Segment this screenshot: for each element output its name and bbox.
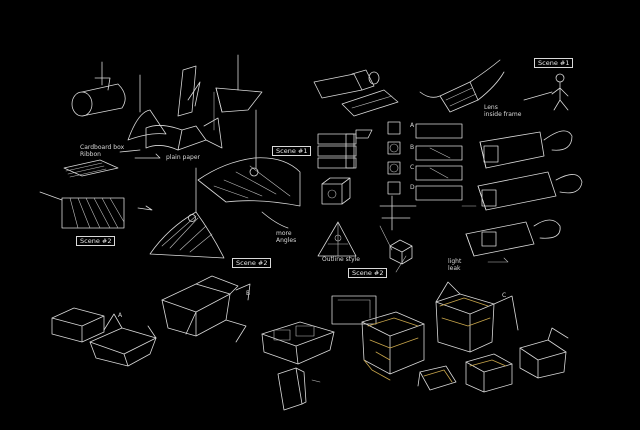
paper-roll-sketch [71,61,126,117]
yellow-box-small [417,365,457,391]
note-lens: Lens inside frame [484,104,522,118]
open-box-right [519,327,569,379]
scene-label-mid: Scene #1 [272,146,312,156]
scene-label-top-right: Scene #1 [534,58,574,68]
cube-sketch-small [321,177,351,205]
curl-sketch-3 [215,54,263,113]
note-more-angles: more Angles [276,230,297,244]
fold-sketch-left [145,91,223,151]
note-outline-style: Outline style [322,256,361,263]
letter-b: B [410,144,415,151]
sail-sketch-top [197,109,301,207]
cube-hanging [379,225,413,273]
cross-frame [379,195,417,231]
tray-sketch [261,321,335,365]
unfolded-box-sketch [161,275,251,343]
frame-grid-icons [387,121,401,195]
yellow-box-flat [465,353,513,393]
yellow-box-stack [361,311,425,381]
frame-grid-col1 [317,133,357,169]
framed-panel [331,295,377,325]
tube-sketch-a [313,69,380,99]
letter-c: C [410,164,415,171]
letter-a-bottom: A [118,312,123,319]
letter-a: A [410,122,415,129]
curl-sketch-2 [177,65,201,117]
scene-label-center: Scene #2 [232,258,272,268]
striped-frame [39,191,153,229]
long-tube-c [465,219,561,263]
cup-sketch [277,367,321,411]
tube-sketch-b [341,89,399,139]
stick-figure [523,73,569,111]
sail-sketch-bottom [149,167,289,259]
note-cardboard: Cardboard box Ribbon [80,144,125,158]
yellow-box-tall [435,281,519,353]
scene-label-bottom: Scene #2 [348,268,388,278]
curl-sketch-1 [127,74,167,141]
hand-tube-sketch [419,59,505,113]
scene-label-left: Scene #2 [76,236,116,246]
letter-d: D [410,184,415,191]
note-light: light leak [448,258,462,272]
triangle-lamp [317,221,357,257]
letter-b-bottom: B [246,290,251,297]
frame-grid-col2 [415,123,463,201]
cardboard-stack [63,149,161,178]
long-tube-a [479,130,573,169]
letter-c-bottom: C [502,292,507,299]
box-sketch-left [51,307,105,343]
long-tube-b [461,171,583,211]
open-box-sketch [89,313,157,367]
note-plain-paper: plain paper [166,154,200,161]
